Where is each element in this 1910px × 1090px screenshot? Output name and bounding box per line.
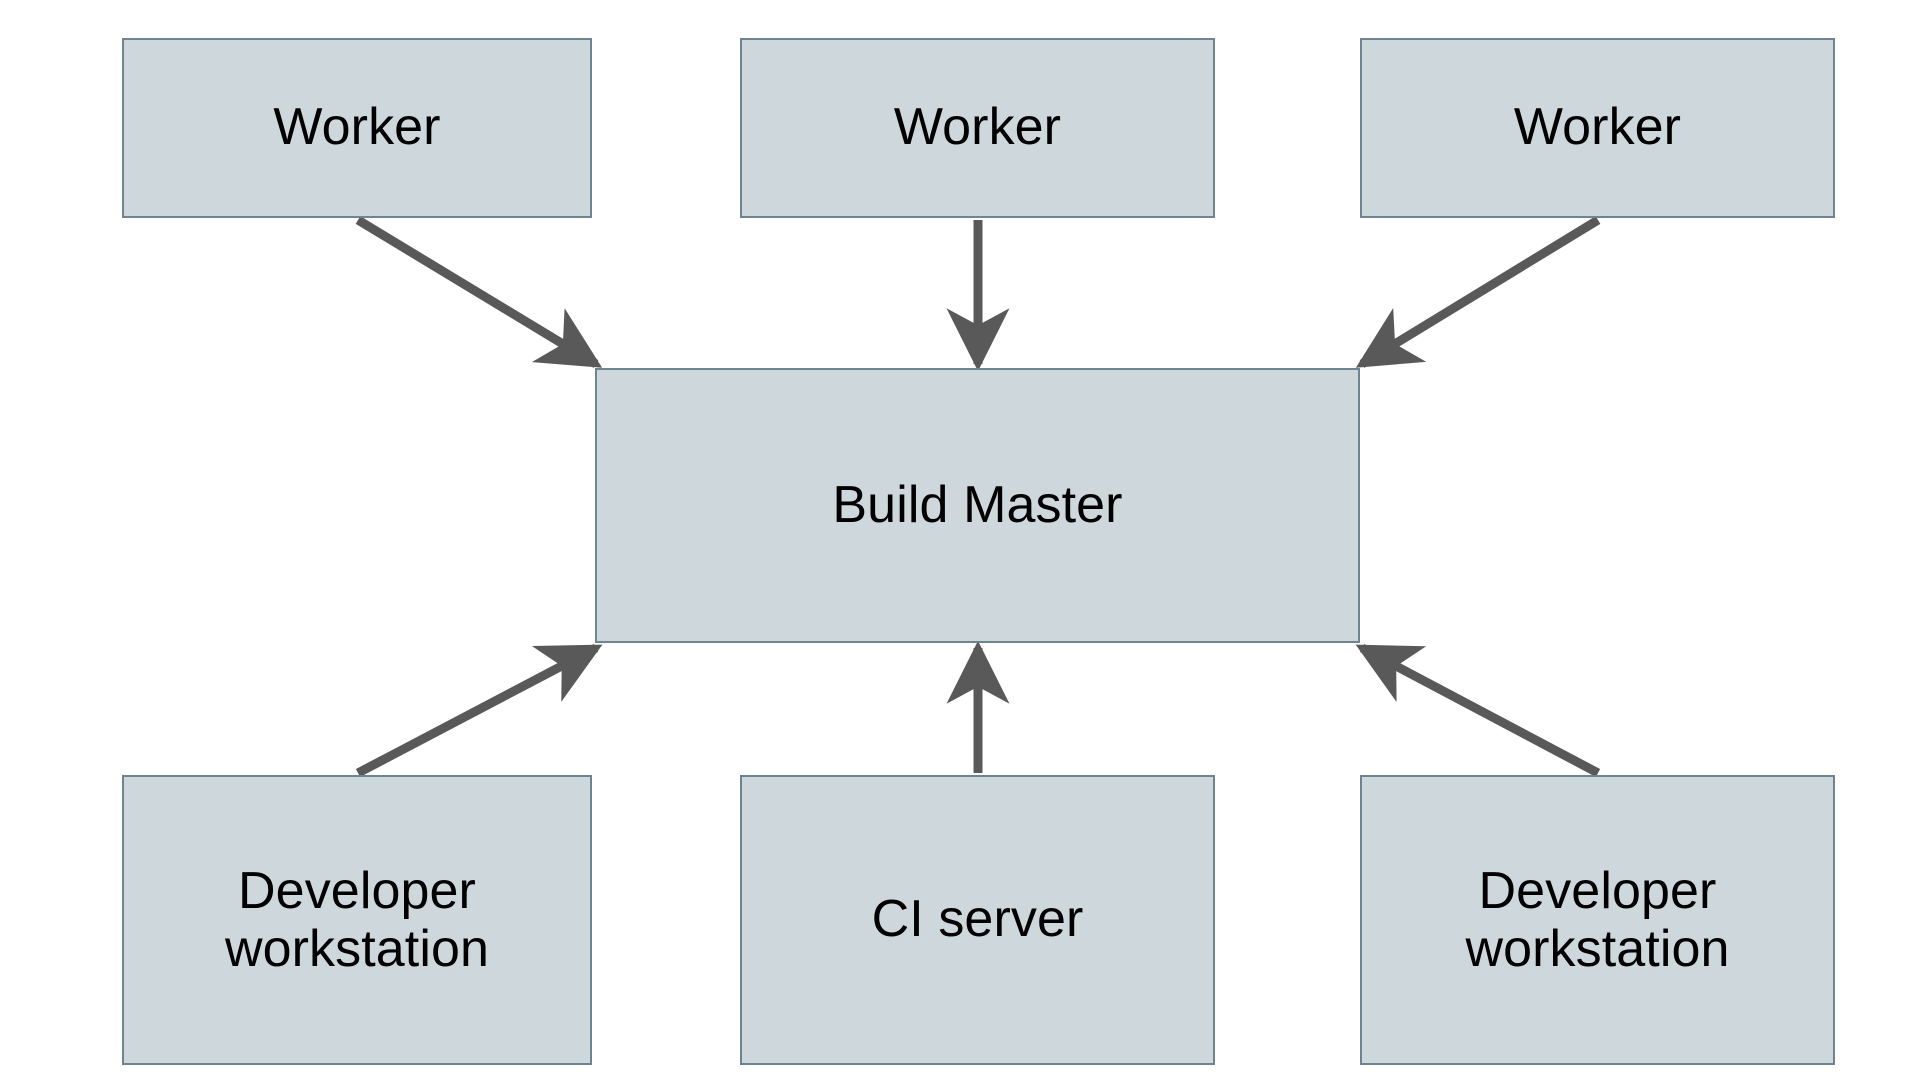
node-label: Worker bbox=[893, 98, 1062, 157]
edge-dev-left-to-build-master bbox=[355, 644, 603, 777]
node-label: Build Master bbox=[832, 475, 1123, 534]
node-label: Developer workstation bbox=[224, 861, 490, 978]
node-build-master[interactable]: Build Master bbox=[595, 368, 1360, 643]
edge-worker-1-to-build-master bbox=[355, 216, 603, 368]
node-developer-workstation-right[interactable]: Developer workstation bbox=[1360, 775, 1835, 1065]
node-label: Worker bbox=[1513, 98, 1682, 157]
node-label: CI server bbox=[871, 890, 1084, 949]
node-label: Developer workstation bbox=[1465, 861, 1730, 978]
node-worker-3[interactable]: Worker bbox=[1360, 38, 1835, 218]
node-ci-server[interactable]: CI server bbox=[740, 775, 1215, 1065]
node-worker-2[interactable]: Worker bbox=[740, 38, 1215, 218]
node-developer-workstation-left[interactable]: Developer workstation bbox=[122, 775, 592, 1065]
node-label: Worker bbox=[273, 98, 441, 157]
edge-worker-3-to-build-master bbox=[1355, 216, 1601, 368]
edge-dev-right-to-build-master bbox=[1355, 644, 1601, 777]
node-worker-1[interactable]: Worker bbox=[122, 38, 592, 218]
